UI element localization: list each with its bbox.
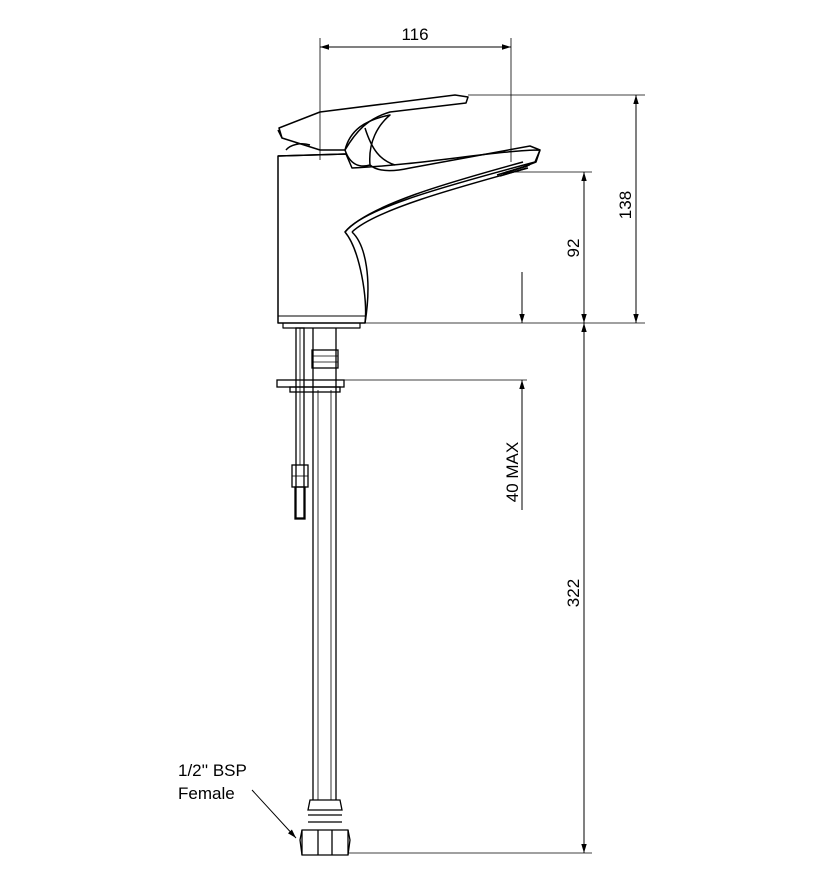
lever-handle [277,94,541,172]
dimension-spout-height-label: 92 [564,239,583,258]
fixing-washer [276,379,345,388]
dimension-overall-height-label: 138 [616,191,635,219]
dimension-width [319,38,512,162]
dimension-max-thickness [344,272,527,510]
dimension-width-label: 116 [401,25,428,44]
connection-note-line1: 1/2'' BSP [178,761,247,780]
hose-upper-fitting [311,349,339,369]
dimension-spout-height [505,171,592,323]
under-basin-fittings [276,327,351,856]
tap-body-outline [277,149,541,324]
dimension-hose-length [348,323,592,854]
connection-note: 1/2'' BSP Female [178,761,297,839]
hex-nut [299,829,351,856]
tap-body [277,149,541,329]
leader-line [251,789,297,839]
dimension-overall-height [365,94,645,324]
dimension-max-thickness-label: 40 MAX [503,442,522,502]
dimension-hose-length-label: 322 [564,579,583,607]
connection-note-line2: Female [178,784,235,803]
